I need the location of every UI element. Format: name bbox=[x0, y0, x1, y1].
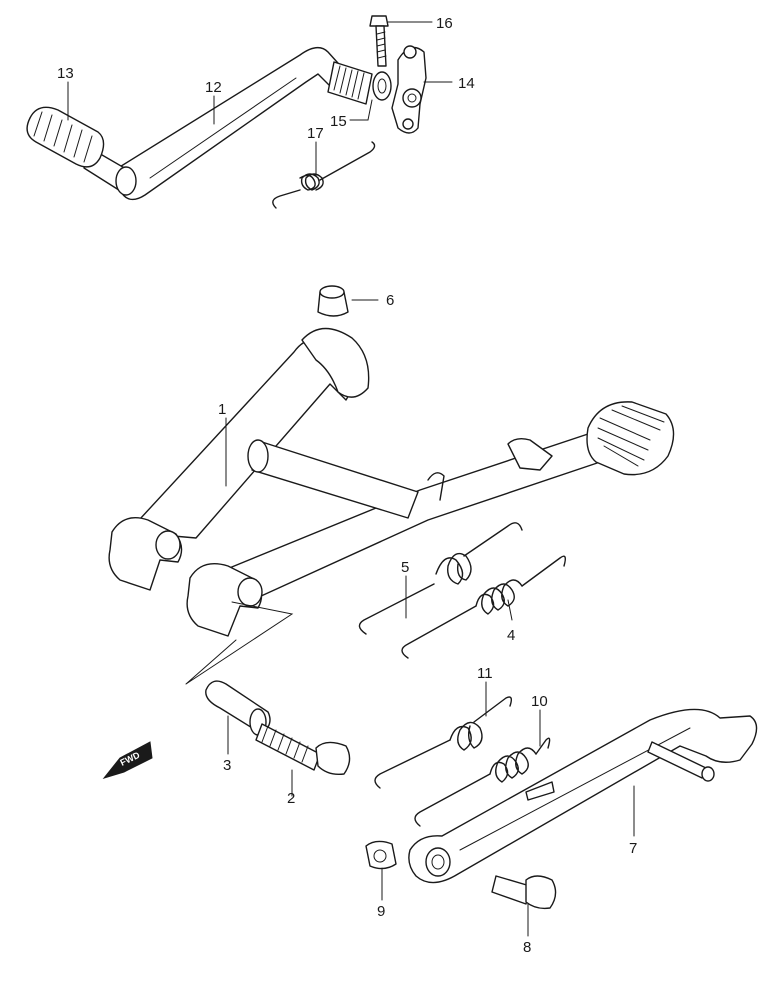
callout-11: 11 bbox=[477, 665, 493, 682]
callout-9: 9 bbox=[377, 903, 385, 920]
callout-4: 4 bbox=[507, 627, 515, 644]
callout-17: 17 bbox=[307, 125, 324, 142]
pivot-guide-line bbox=[185, 601, 294, 685]
callout-1: 1 bbox=[218, 401, 226, 418]
spring-17 bbox=[272, 141, 376, 209]
callout-8: 8 bbox=[523, 939, 531, 956]
stand-stopper-6 bbox=[317, 285, 349, 317]
callout-10: 10 bbox=[531, 693, 548, 710]
spring-4 bbox=[401, 555, 567, 659]
callout-12: 12 bbox=[205, 79, 222, 96]
bolt-8 bbox=[491, 875, 557, 910]
shift-arm-14 bbox=[391, 45, 427, 134]
callout-labels: 1 2 3 4 5 6 7 8 9 10 11 12 13 14 15 16 1… bbox=[57, 15, 637, 956]
shift-pedal-rubber bbox=[26, 106, 105, 168]
callout-13: 13 bbox=[57, 65, 74, 82]
callout-16: 16 bbox=[436, 15, 453, 32]
center-stand bbox=[108, 327, 675, 637]
spacer-3 bbox=[205, 680, 271, 736]
callout-3: 3 bbox=[223, 757, 231, 774]
callout-14: 14 bbox=[458, 75, 475, 92]
spring-5 bbox=[358, 522, 523, 635]
spring-11 bbox=[374, 696, 513, 789]
gear-shift-lever bbox=[83, 47, 373, 201]
washer-15 bbox=[372, 71, 392, 101]
side-stand-7 bbox=[408, 708, 758, 884]
spring-10 bbox=[414, 737, 551, 827]
bolt-16 bbox=[369, 15, 389, 67]
callout-2: 2 bbox=[287, 790, 295, 807]
bolt-2 bbox=[255, 723, 351, 776]
callout-15: 15 bbox=[330, 113, 347, 130]
leader-lines bbox=[67, 21, 635, 937]
callout-5: 5 bbox=[401, 559, 409, 576]
fwd-arrow-icon: FWD bbox=[102, 741, 153, 779]
callout-6: 6 bbox=[386, 292, 394, 309]
callout-7: 7 bbox=[629, 840, 637, 857]
nut-9 bbox=[365, 840, 397, 870]
